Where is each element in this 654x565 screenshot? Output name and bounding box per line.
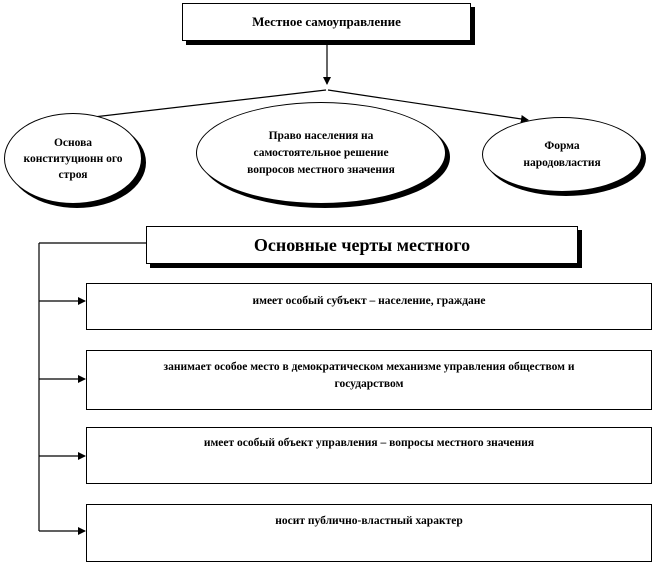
feature-text-public-power: носит публично-властный характер — [275, 515, 463, 527]
root-box: Местное самоуправление — [182, 3, 471, 41]
arrow-to-right-concept — [327, 89, 529, 123]
concept-text-constitutional-basis: Основа конституционн ого строя — [23, 136, 123, 181]
feature-box-special-object: имеет особый объект управления – вопросы… — [86, 427, 652, 484]
features-title: Основные черты местного — [253, 234, 471, 255]
root-title: Местное самоуправление — [252, 14, 401, 29]
concept-ellipse-constitutional-basis: Основа конституционн ого строя — [4, 113, 142, 204]
concept-text-form-of-democracy: Форма народовластия — [523, 139, 601, 169]
feature-text-special-subject: имеет особый субъект – население, гражда… — [252, 295, 486, 307]
feature-box-special-place: занимает особое место в демократическом … — [86, 350, 652, 410]
feature-box-public-power: носит публично-властный характер — [86, 504, 652, 562]
feature-text-special-place: занимает особое место в демократическом … — [163, 361, 575, 390]
features-title-box: Основные черты местного — [146, 226, 578, 264]
feature-box-special-subject: имеет особый субъект – население, гражда… — [86, 283, 652, 330]
arrow-to-left-concept — [67, 89, 327, 124]
feature-text-special-object: имеет особый объект управления – вопросы… — [203, 437, 535, 449]
concept-ellipse-population-right: Право населения на самостоятельное решен… — [196, 102, 446, 204]
concept-ellipse-form-of-democracy: Форма народовластия — [482, 117, 642, 192]
concept-text-population-right: Право населения на самостоятельное решен… — [247, 129, 395, 176]
